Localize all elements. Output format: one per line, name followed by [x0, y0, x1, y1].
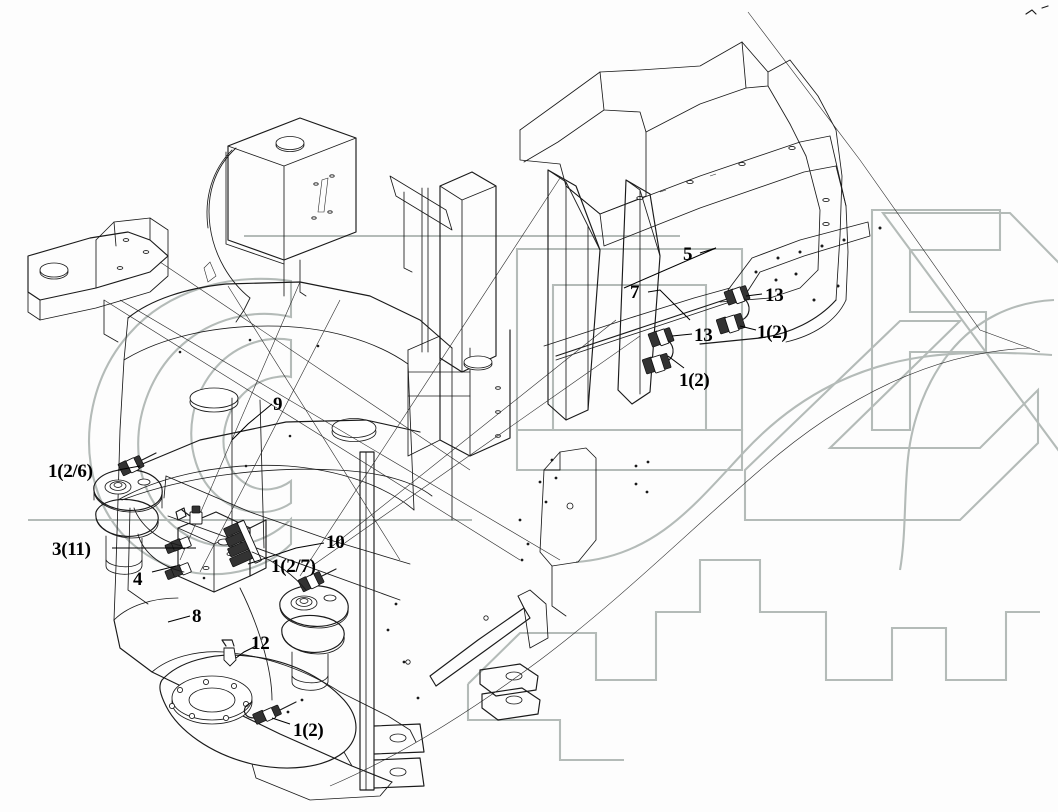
callout-leaders — [112, 247, 763, 725]
callout-10: 10 — [326, 532, 345, 553]
callout-1-2-upper: 1(2) — [757, 322, 788, 343]
lubrication-main-pipe — [543, 287, 737, 361]
callout-1-2-6: 1(2/6) — [48, 461, 93, 482]
corner-artifact — [1025, 5, 1049, 15]
grease-point-lower — [279, 568, 349, 691]
callout-1-2-lower: 1(2) — [679, 370, 710, 391]
distributor-valve-block — [164, 505, 267, 593]
hose-fitting-13-lower — [647, 327, 675, 348]
callout-12: 12 — [251, 633, 270, 654]
hose-fitting-13-upper — [723, 285, 751, 306]
callout-5: 5 — [683, 244, 693, 265]
callout-13-upper: 13 — [765, 285, 784, 306]
callout-7: 7 — [630, 282, 640, 303]
callout-3-11: 3(11) — [52, 539, 91, 560]
hose-fitting-1-2-upper — [715, 313, 746, 335]
gusset-braces — [389, 169, 661, 421]
rear-slope-panel — [785, 135, 849, 343]
hose-clamp-12 — [221, 639, 237, 667]
callout-1-2-bottom: 1(2) — [293, 720, 324, 741]
main-frame-deck — [113, 281, 453, 621]
callout-13-lower: 13 — [694, 325, 713, 346]
lower-deck — [113, 597, 417, 801]
valve-outlets-bank — [223, 519, 262, 568]
construction-lines — [103, 11, 1041, 787]
valve-block-top-plug — [189, 505, 203, 525]
centre-vertical-beam — [359, 451, 425, 791]
centre-plate-9 — [121, 397, 433, 605]
hose-runs — [133, 147, 307, 701]
right-inner-panel — [386, 447, 650, 700]
callout-9: 9 — [273, 394, 283, 415]
bolt-strip-plate — [727, 221, 882, 302]
reservoir-tank — [225, 117, 357, 297]
hose-fitting-1-2-6 — [117, 455, 145, 477]
grease-fitting-turntable — [243, 698, 304, 725]
fitting-group-upper-right — [641, 285, 751, 375]
hose-fitting-1-2-lower — [641, 353, 672, 375]
upper-deck-plate — [565, 135, 837, 247]
grease-point-left — [93, 452, 163, 575]
right-lower-brackets — [405, 589, 549, 721]
rear-frame-rail — [519, 41, 843, 345]
callout-1-2-7: 1(2/7) — [271, 556, 316, 577]
front-left-outrigger — [27, 217, 169, 343]
callout-8: 8 — [192, 606, 202, 627]
hose-fitting-1-2-7 — [297, 571, 325, 593]
callout-4: 4 — [133, 569, 143, 590]
centre-support-tower — [407, 171, 511, 457]
